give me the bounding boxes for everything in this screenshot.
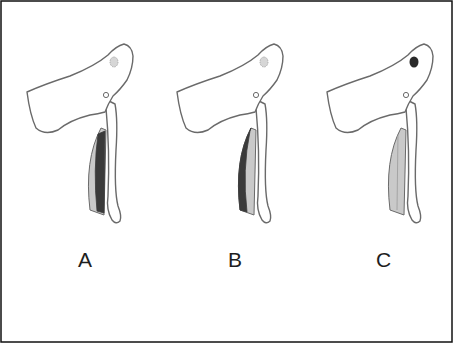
option-letter: A xyxy=(78,249,92,270)
option-letter: B xyxy=(228,249,242,270)
option-letter: C xyxy=(376,249,391,270)
